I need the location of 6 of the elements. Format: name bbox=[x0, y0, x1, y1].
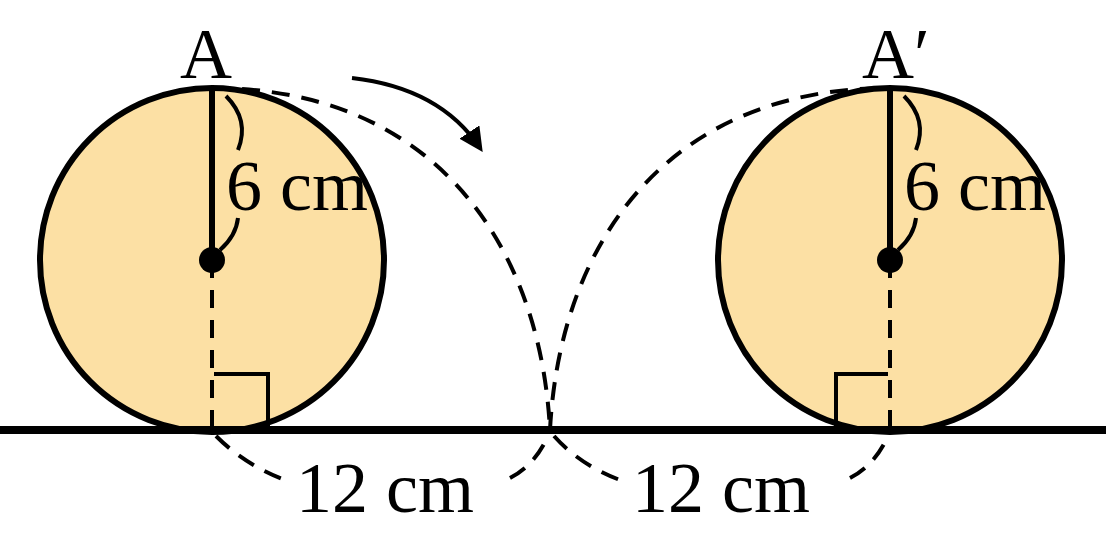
dimension-label: 12 cm bbox=[632, 452, 810, 524]
dimension-label: 6 cm bbox=[226, 150, 368, 222]
point-label: A′ bbox=[862, 18, 930, 90]
point-label: A bbox=[180, 18, 232, 90]
dimension-label: 6 cm bbox=[904, 150, 1046, 222]
dimension-label: 12 cm bbox=[296, 452, 474, 524]
